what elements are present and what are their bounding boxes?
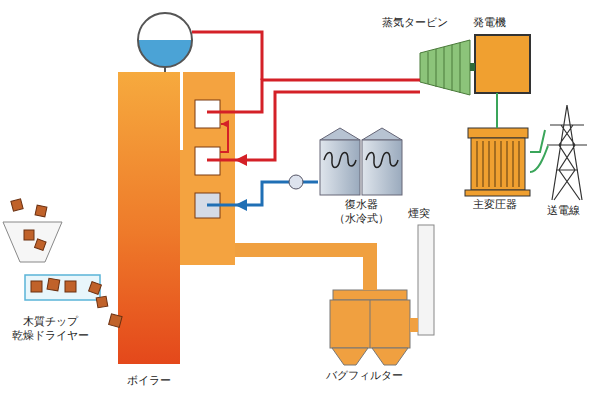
wood-chip-hopper: [11, 199, 23, 211]
feedwater-pipe: [235, 182, 318, 205]
power-cable: [530, 130, 545, 152]
condenser-body: [366, 153, 398, 168]
transformer-body: [465, 128, 530, 196]
steam-drum: [135, 40, 195, 70]
boiler-furnace: [118, 72, 235, 364]
steam-drum: [138, 13, 192, 67]
steam-turbine: 蒸気タービン: [420, 40, 470, 95]
node-label: ボイラー: [118, 374, 180, 388]
bag-filter-body: [372, 348, 408, 365]
transmission-tower: [547, 105, 587, 200]
bag-filter-body: [370, 300, 371, 348]
chimney-body: [418, 225, 434, 335]
steam-drum: [135, 13, 262, 80]
heat-exchanger: [195, 100, 235, 218]
condenser-body: [320, 140, 360, 195]
heat-exchanger: [207, 159, 235, 162]
transformer-body: [471, 138, 525, 190]
transformer-body: [465, 190, 530, 196]
dryer-body: [31, 281, 42, 292]
condenser-body: [320, 128, 360, 140]
turbine-shaft: [470, 63, 475, 71]
node-label: 復水器 （水冷式）: [326, 198, 396, 227]
bag-filter-body: [333, 290, 407, 300]
condenser: 復水器 （水冷式）: [318, 128, 404, 195]
condenser-body: [324, 153, 356, 168]
wood-chip-hopper: [3, 199, 62, 262]
bag-filter-body: [332, 348, 368, 365]
bag-filter-body: [330, 290, 410, 365]
main-transformer: 主変圧器: [463, 128, 530, 196]
dryer-body: [47, 278, 60, 291]
dryer-body: [65, 281, 76, 292]
node-label: 発電機: [473, 16, 506, 30]
power-cable: [496, 93, 498, 128]
flue-gas-duct: [410, 318, 418, 332]
steam-drum: [164, 67, 166, 72]
generator-body: [475, 35, 530, 93]
steam-turbine-body: [420, 40, 470, 95]
chimney: 煙突: [418, 225, 434, 335]
dryer-body: [109, 314, 122, 327]
node-label: 煙突: [408, 207, 430, 221]
boiler: ボイラー: [118, 72, 235, 365]
condenser-body: [362, 140, 402, 195]
wood-chip-dryer: 木質チップ 乾燥ドライヤー: [25, 275, 100, 300]
condenser-body: [320, 128, 402, 195]
transmission-tower: [530, 146, 548, 172]
boiler-furnace: [183, 72, 235, 265]
wood-chip-hopper: [24, 230, 34, 240]
condenser-body: [362, 128, 402, 140]
wood-chip-hopper: [35, 239, 47, 251]
node-label: バグフィルター: [326, 369, 403, 383]
feed-pump: [289, 175, 303, 189]
steam-turbine-body: [428, 43, 460, 93]
wood-chip-hopper: [3, 222, 62, 262]
transformer-body: [468, 128, 528, 138]
bag-filter-body: [330, 300, 410, 348]
heat-exchanger: [220, 124, 228, 152]
heat-exchanger: [207, 204, 235, 207]
node-label: 送電線: [547, 204, 580, 218]
flue-gas-duct: [235, 250, 370, 290]
bag-filter: バグフィルター: [330, 290, 410, 365]
node-label: 蒸気タービン: [382, 16, 448, 30]
boiler-furnace: [118, 72, 180, 364]
node-label: 木質チップ 乾燥ドライヤー: [8, 315, 92, 344]
node-label: 主変圧器: [473, 198, 517, 212]
transmission-tower: [530, 105, 587, 200]
steam-turbine-body: [420, 40, 470, 95]
heat-exchanger: [207, 111, 235, 114]
generator-body: [475, 35, 530, 93]
feed-pump: [289, 175, 303, 189]
chimney-body: [418, 225, 434, 335]
boiler-furnace: [180, 150, 183, 265]
transformer-body: [477, 141, 519, 187]
dryer-body: [25, 275, 100, 300]
dryer-body: [96, 296, 108, 308]
steam-pipe: [235, 80, 420, 112]
reheat-steam-pipe: [235, 92, 420, 160]
wood-chip-hopper: [35, 205, 47, 217]
heat-exchanger: [195, 100, 220, 128]
power-line: 送電線: [545, 105, 590, 200]
dryer-body: [89, 282, 102, 295]
generator: 発電機: [475, 35, 530, 93]
